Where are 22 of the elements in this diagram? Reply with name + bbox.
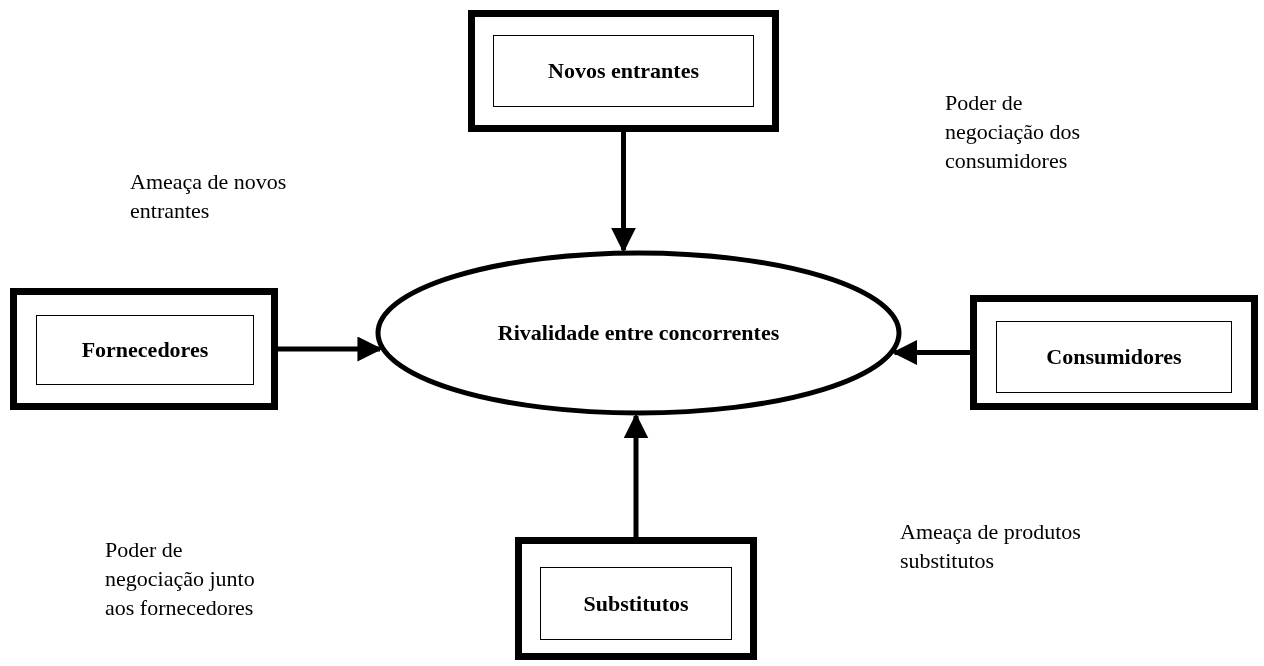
process-box: [36, 315, 254, 385]
force-label: Ameaça de produtos substitutos: [900, 518, 1082, 576]
process-box: [996, 321, 1232, 393]
arrow: [892, 340, 970, 365]
node-label: Rivalidade entre concorrentes: [497, 320, 780, 346]
arrow: [623, 413, 649, 537]
node-label: Consumidores: [1046, 344, 1182, 370]
frame-box: [515, 537, 757, 660]
node-label: Novos entrantes: [548, 58, 699, 84]
force-label: Poder de negociação junto aos fornecedores: [105, 536, 256, 623]
ellipse-node: [375, 250, 902, 416]
process-box: [540, 567, 732, 640]
arrow: [611, 132, 636, 253]
process-box: [493, 35, 754, 107]
force-label: Ameaça de novos entrantes: [130, 168, 288, 226]
node-label: Fornecedores: [81, 337, 209, 363]
frame-box: [468, 10, 779, 132]
frame-box: [10, 288, 278, 410]
frame-box: [970, 295, 1258, 410]
force-label: Poder de negociação dos consumidores: [945, 89, 1081, 176]
arrow: [278, 336, 383, 362]
node-label: Substitutos: [583, 590, 689, 617]
